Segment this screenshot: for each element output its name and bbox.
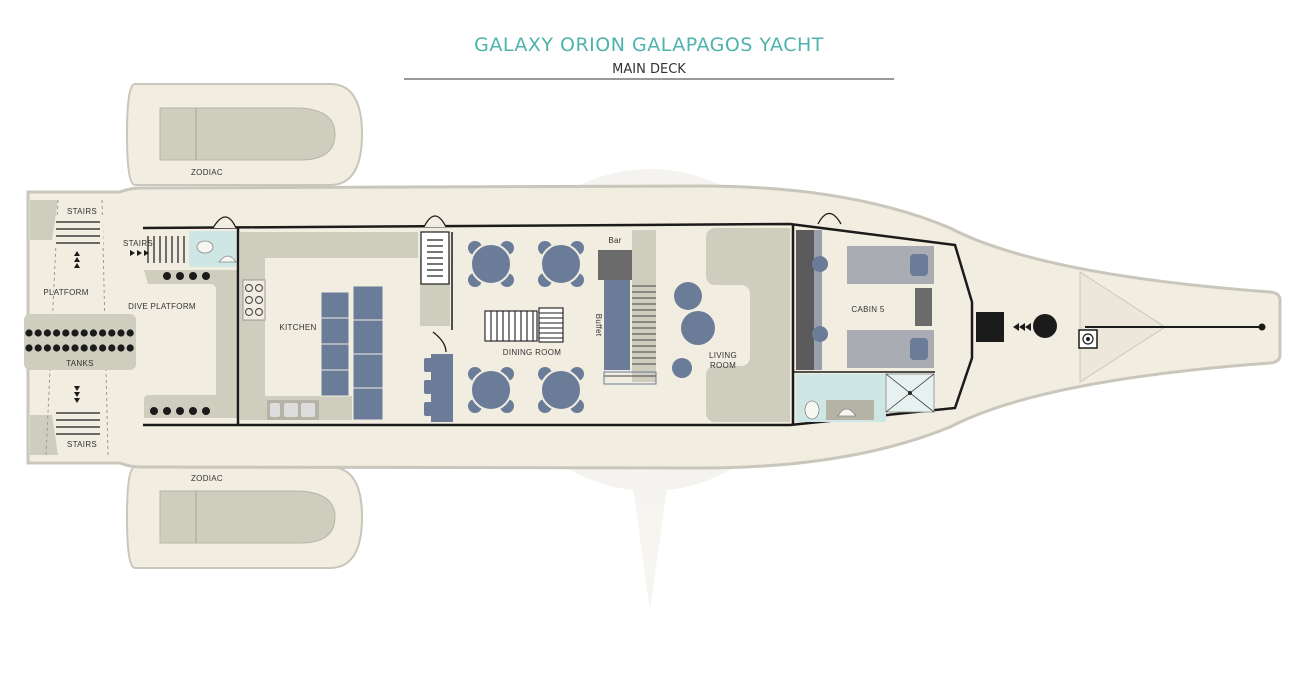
cabin-5-label: CABIN 5 xyxy=(851,305,884,314)
tank-icon xyxy=(117,344,125,352)
tanks: TANKS xyxy=(24,314,136,370)
stairs-aft-bottom-label: STAIRS xyxy=(67,440,97,449)
tank-icon xyxy=(25,344,33,352)
tank-icon xyxy=(126,344,134,352)
tank-icon xyxy=(99,329,107,337)
anchor-winch-icon xyxy=(1078,329,1098,349)
dining-stairs xyxy=(484,307,564,343)
tank-icon xyxy=(43,329,52,337)
tank-icon xyxy=(99,344,107,352)
tank-icon xyxy=(117,329,125,337)
tank-icon xyxy=(53,329,61,337)
forward-equipment xyxy=(976,312,1098,349)
bed-top xyxy=(847,246,934,284)
dining-table xyxy=(538,241,584,287)
zodiac-bottom[interactable]: ZODIAC xyxy=(125,466,364,569)
tank-icon xyxy=(71,329,79,337)
tank-icon xyxy=(108,329,116,337)
stairs-aft-top-label: STAIRS xyxy=(67,207,97,216)
dining-table xyxy=(468,241,514,287)
zodiac-top[interactable]: ZODIAC xyxy=(125,83,364,186)
tank-icon xyxy=(126,329,134,337)
tank-icon xyxy=(89,329,97,337)
bathroom-aft[interactable] xyxy=(189,231,237,267)
stairs-inner[interactable]: STAIRS xyxy=(123,232,188,266)
tank-icon xyxy=(80,329,88,337)
walls xyxy=(142,222,974,427)
dining-room: DINING ROOM xyxy=(424,232,584,422)
bar-label: Bar xyxy=(608,236,621,245)
bar-buffet: Bar Buffet xyxy=(594,230,657,385)
dive-platform-label: DIVE PLATFORM xyxy=(128,302,196,311)
zodiac-top-label: ZODIAC xyxy=(191,168,223,177)
bed-bottom xyxy=(847,330,934,368)
tank-icon xyxy=(89,344,97,352)
stove-icon xyxy=(244,283,264,317)
kitchen: KITCHEN xyxy=(240,232,450,421)
tank-icon xyxy=(25,329,33,337)
tank-icon xyxy=(34,329,42,337)
tank-icon xyxy=(43,344,52,352)
tank-icon xyxy=(71,344,79,352)
stairs-right-arrow-icon xyxy=(130,250,149,256)
zodiac-bottom-label: ZODIAC xyxy=(191,474,223,483)
dive-platform: DIVE PLATFORM xyxy=(128,270,237,418)
dining-room-label: DINING ROOM xyxy=(503,348,561,357)
tank-icon xyxy=(34,344,42,352)
living-room-label-line1: LIVING xyxy=(709,351,737,360)
tank-icon xyxy=(62,329,70,337)
tanks-label: TANKS xyxy=(66,359,94,368)
dining-bench xyxy=(424,354,453,422)
stairs-aft-top[interactable]: STAIRS xyxy=(55,207,103,268)
kitchen-label: KITCHEN xyxy=(279,323,316,332)
stairs-crew[interactable] xyxy=(420,231,450,285)
dining-table xyxy=(538,367,584,413)
kitchen-counters xyxy=(320,285,384,421)
dining-table xyxy=(468,367,514,413)
living-room: LIVING ROOM xyxy=(672,228,790,422)
deck-plan-title: GALAXY ORION GALAPAGOS YACHT xyxy=(474,34,824,56)
deck-plan-subtitle: MAIN DECK xyxy=(612,62,686,77)
sink-icon xyxy=(267,400,319,420)
tank-icon xyxy=(53,344,61,352)
stairs-inner-label: STAIRS xyxy=(123,239,153,248)
buffet-label: Buffet xyxy=(594,314,603,337)
tank-icon xyxy=(62,344,70,352)
stairs-up-arrow-icon xyxy=(74,251,80,268)
living-room-label-line2: ROOM xyxy=(710,361,736,370)
bathroom-cabin[interactable] xyxy=(796,373,935,422)
tank-icon xyxy=(108,344,116,352)
cabin-5[interactable]: CABIN 5 xyxy=(796,230,934,370)
tank-icon xyxy=(80,344,88,352)
stairs-aft-bottom[interactable]: STAIRS xyxy=(56,386,100,449)
stairs-down-arrow-icon xyxy=(74,386,80,403)
platform-label: PLATFORM xyxy=(43,288,88,297)
